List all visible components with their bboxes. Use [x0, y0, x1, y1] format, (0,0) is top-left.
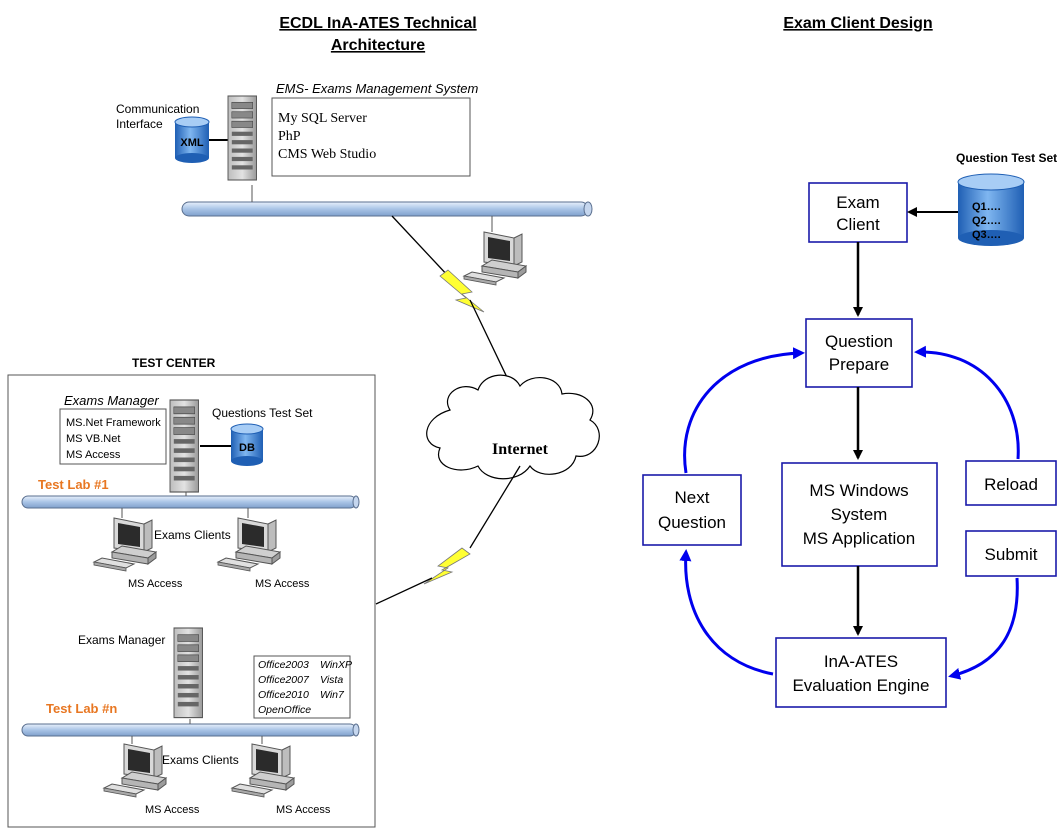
submit-to-engine-arrow [948, 577, 1019, 680]
labn-network-bus [21, 723, 360, 737]
engine-to-next-arrow [679, 549, 774, 676]
right-title: Exam Client Design [783, 15, 932, 32]
exams-manager2-label: Exams Manager [78, 633, 165, 647]
software-winxp: WinXP [320, 659, 352, 671]
reload-label: Reload [984, 475, 1038, 494]
internet-cloud-icon [426, 374, 600, 480]
ems-item-mysql: My SQL Server [278, 111, 367, 126]
framework-item-net: MS.Net Framework [66, 417, 161, 429]
next-to-prepare-arrow [683, 347, 805, 474]
framework-box [59, 408, 167, 465]
lab1-exams-clients-label: Exams Clients [154, 528, 231, 542]
internet-label: Internet [492, 441, 549, 458]
ms-windows-box [781, 462, 938, 567]
db-cylinder-icon [230, 423, 264, 466]
wan-line-top-a [391, 215, 451, 279]
questions-test-set-label: Questions Test Set [212, 406, 313, 420]
submit-label: Submit [985, 545, 1038, 564]
exams-manager-label: Exams Manager [64, 393, 159, 408]
software-office2010: Office2010 [258, 689, 309, 701]
test-center-box [7, 374, 376, 828]
ems-label: EMS- Exams Management System [276, 81, 478, 96]
lab1-client2-access: MS Access [255, 578, 310, 590]
next-question-line2: Question [658, 513, 726, 532]
exam-client-line2: Client [836, 215, 880, 234]
q-item-3: Q3…. [972, 229, 1001, 241]
labn-client2-access: MS Access [276, 804, 331, 816]
test-lab-n-label: Test Lab #n [46, 701, 117, 716]
framework-item-access: MS Access [66, 449, 121, 461]
software-box [253, 655, 351, 719]
lightning-bolt-top-icon [439, 269, 485, 313]
labn-client1-icon [103, 743, 167, 798]
ms-windows-line2: System [831, 505, 888, 524]
wan-line-bottom-b [375, 577, 433, 605]
lightning-bolt-bottom-icon [423, 547, 471, 585]
labn-exams-clients-label: Exams Clients [162, 753, 239, 767]
xml-database-icon [174, 116, 210, 163]
reload-to-prepare-arrow [914, 345, 1020, 460]
question-prepare-line2: Prepare [829, 355, 889, 374]
test-lab-1-label: Test Lab #1 [38, 477, 109, 492]
question-prepare-line1: Question [825, 332, 893, 351]
engine-line2: Evaluation Engine [792, 676, 929, 695]
q-item-2: Q2…. [972, 215, 1001, 227]
lab1-client2-icon [217, 517, 281, 572]
lab1-client1-access: MS Access [128, 578, 183, 590]
submit-box [965, 530, 1057, 577]
ems-server-icon [227, 95, 258, 181]
software-win7: Win7 [320, 689, 345, 701]
next-question-line1: Next [675, 488, 710, 507]
ms-windows-line1: MS Windows [809, 481, 908, 500]
test-center-title: TEST CENTER [132, 356, 216, 370]
wan-line-bottom-a [469, 465, 521, 549]
ms-windows-line3: MS Application [803, 529, 915, 548]
software-office2007: Office2007 [258, 674, 310, 686]
comm-interface-line1: Communication [116, 102, 199, 116]
exam-client-box [808, 182, 908, 243]
engine-line1: InA-ATES [824, 652, 898, 671]
next-question-box [642, 474, 742, 546]
left-title-line2: Architecture [331, 37, 425, 54]
labn-client1-access: MS Access [145, 804, 200, 816]
question-set-cylinder-icon [957, 173, 1025, 246]
exams-manager-server-icon [169, 399, 200, 493]
ems-software-box [271, 97, 471, 177]
labn-client2-icon [231, 743, 295, 798]
evaluation-engine-box [775, 637, 947, 708]
ems-network-bus [181, 201, 593, 217]
question-prepare-box [805, 318, 913, 388]
exams-manager2-server-icon [173, 627, 204, 719]
question-test-set-label: Question Test Set [956, 151, 1057, 165]
ems-item-cms: CMS Web Studio [278, 147, 376, 162]
left-title-line1: ECDL InA-ATES Technical [279, 15, 476, 32]
xml-label: XML [180, 137, 204, 149]
q-item-1: Q1…. [972, 201, 1001, 213]
db-label: DB [239, 442, 255, 454]
software-openoffice: OpenOffice [258, 704, 311, 716]
comm-interface-line2: Interface [116, 117, 163, 131]
software-office2003: Office2003 [258, 659, 309, 671]
ems-workstation-icon [463, 231, 527, 286]
exam-client-line1: Exam [836, 193, 879, 212]
reload-box [965, 460, 1057, 506]
ems-item-php: PhP [278, 129, 301, 144]
lab1-client1-icon [93, 517, 157, 572]
framework-item-vb: MS VB.Net [66, 433, 120, 445]
lab1-network-bus [21, 495, 360, 509]
software-vista: Vista [320, 674, 343, 686]
